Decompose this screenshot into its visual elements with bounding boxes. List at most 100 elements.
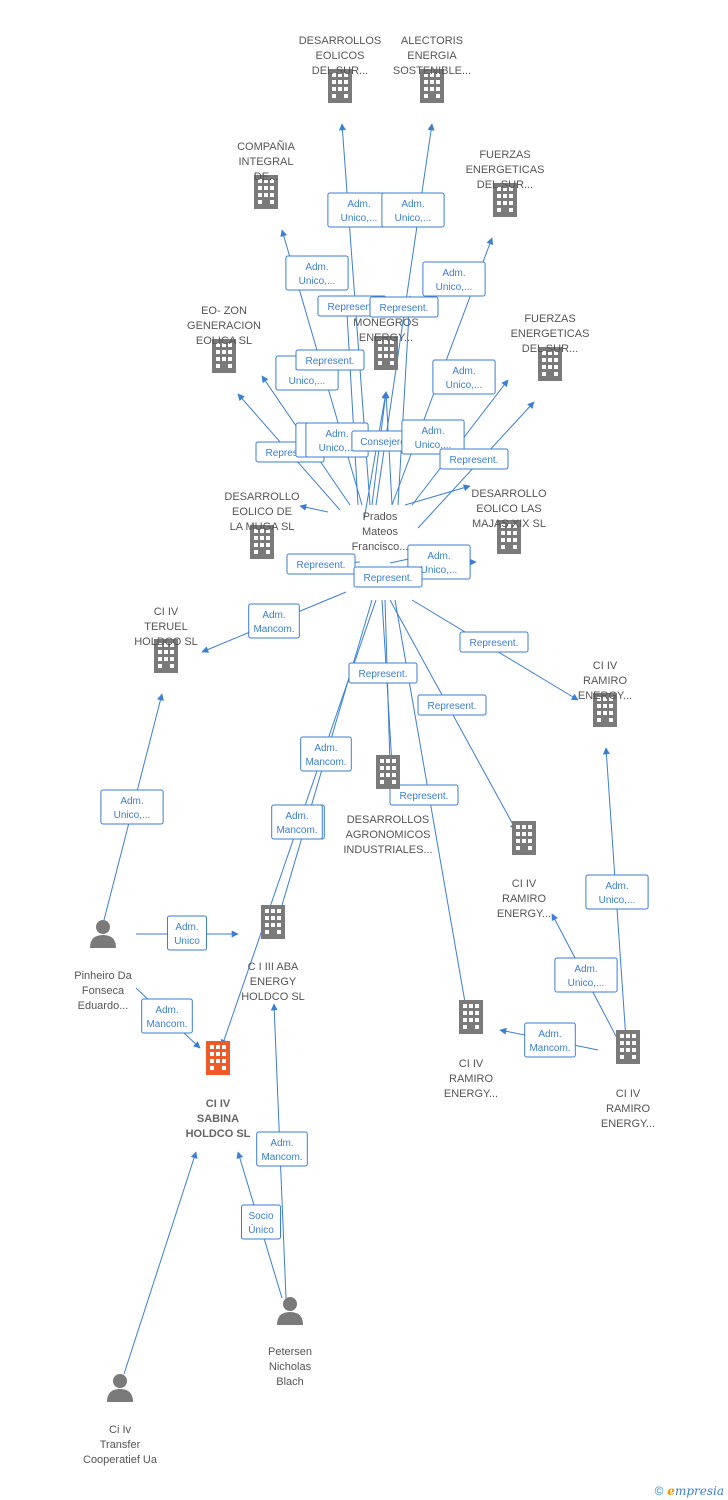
edge-label-26[interactable]: Adm.Unico,...: [100, 789, 164, 825]
node-pinheiro[interactable]: Pinheiro DaFonsecaEduardo...: [74, 920, 133, 1012]
node-label: Transfer: [100, 1439, 141, 1451]
edge-label-5[interactable]: Represent.: [369, 296, 439, 318]
edge-label-text: Adm.: [427, 551, 450, 562]
edge-label-29[interactable]: Adm.Unico,...: [585, 874, 649, 910]
edge-label-box: [459, 631, 529, 653]
edge-label-14[interactable]: Represent.: [295, 349, 365, 371]
node-label: ENERGETICAS: [511, 328, 590, 340]
edge-label-20[interactable]: Represent.: [348, 662, 418, 684]
edge-label-box: [381, 192, 445, 228]
node-label: Cooperatief Ua: [83, 1454, 158, 1466]
edge-label-28[interactable]: Adm.Mancom.: [141, 998, 193, 1034]
edge-label-31[interactable]: Adm.Mancom.: [524, 1022, 576, 1058]
node-monegros[interactable]: MONEGROSENERGY...: [353, 317, 419, 370]
node-label: RAMIRO: [449, 1073, 493, 1085]
edge-label-box: [524, 1022, 576, 1058]
node-label: ENERGETICAS: [466, 164, 545, 176]
edge-label-1[interactable]: Adm.Unico,...: [381, 192, 445, 228]
edge-label-text: Represent.: [266, 448, 315, 459]
node-ci-ramiro-4[interactable]: CI IVRAMIROENERGY...: [601, 1030, 655, 1130]
node-label: SABINA: [197, 1113, 239, 1125]
node-ci-ramiro-3[interactable]: CI IVRAMIROENERGY...: [444, 1000, 498, 1100]
edge-label-3[interactable]: Adm.Unico,...: [422, 261, 486, 297]
edge-label-text: Unico,...: [299, 276, 336, 287]
edge-label-box: [167, 915, 207, 951]
node-alectoris[interactable]: ALECTORISENERGIASOSTENIBLE...: [393, 35, 471, 103]
node-label: EOLICOS: [316, 50, 365, 62]
edge-label-text: Unico: [174, 936, 200, 947]
edge-label-15[interactable]: Represent.: [286, 553, 356, 575]
edge-label-30[interactable]: Adm. Unico,...: [554, 957, 618, 993]
edge-label-7[interactable]: Adm.Unico,...: [432, 359, 496, 395]
edge-label-text: Unico,...: [568, 978, 605, 989]
edge-label-text: Unico,...: [341, 213, 378, 224]
edge-label-17[interactable]: Represent.: [353, 566, 423, 588]
node-label: DESARROLLOS: [299, 35, 382, 47]
edge-label-18[interactable]: Adm.Mancom.: [248, 603, 300, 639]
edge-label-box: [407, 544, 471, 580]
edge-label-text: Adm.: [120, 796, 143, 807]
edge-label-text: Adm.: [401, 199, 424, 210]
edge-label-text: Represent.: [380, 303, 429, 314]
node-label: MONEGROS: [353, 317, 418, 329]
brand-name: mpresia: [674, 1484, 724, 1498]
edge-label-19[interactable]: Represent.: [459, 631, 529, 653]
edge-label-23[interactable]: Represent.: [389, 784, 459, 806]
edge-label-22[interactable]: Adm.Mancom.: [300, 736, 352, 772]
edge-label-16[interactable]: Adm.Unico,...: [407, 544, 471, 580]
edge-label-text: Represent.: [364, 573, 413, 584]
edge-label-32[interactable]: Adm.Mancom.: [256, 1131, 308, 1167]
node-ci-ramiro-2[interactable]: CI IVRAMIROENERGY...: [497, 821, 551, 920]
edge-label-text: Adm.: [155, 1005, 178, 1016]
node-ci-ramiro-1[interactable]: CI IVRAMIROENERGY...: [578, 660, 632, 727]
edge-label-text: Represent.: [470, 638, 519, 649]
edge-label-box: [271, 804, 323, 840]
edge-label-text: Unico,...: [599, 895, 636, 906]
node-label: HOLDCO SL: [186, 1128, 251, 1140]
edge-label-25[interactable]: Adm. Mancom.: [271, 804, 323, 840]
edge-label-12[interactable]: Adm.Unico,...: [401, 419, 465, 455]
edge-label-box: [353, 566, 423, 588]
node-label: EOLICA SL: [196, 335, 252, 347]
edge-label-text: Único: [248, 1223, 274, 1236]
node-agronomicos[interactable]: DESARROLLOSAGRONOMICOSINDUSTRIALES...: [343, 755, 433, 856]
edge-label-text: Adm.: [262, 610, 285, 621]
empresia-logo: © empresia: [655, 1484, 724, 1498]
edge-label-text: Adm.: [285, 811, 308, 822]
edge-label-21[interactable]: Represent.: [417, 694, 487, 716]
person-icon: [90, 920, 116, 948]
edge-label-text: Adm.: [452, 366, 475, 377]
edge-label-text: Socio: [248, 1211, 273, 1222]
edge-label-text: Adm.: [538, 1029, 561, 1040]
edge-label-text: Mancom.: [276, 825, 317, 836]
edge-label-box: [285, 255, 349, 291]
node-label: C I III ABA: [248, 961, 299, 973]
edge-label-27[interactable]: Adm.Unico: [167, 915, 207, 951]
node-label: DESARROLLO: [471, 488, 547, 500]
edge-label-text: Adm.: [574, 964, 597, 975]
node-label: Fonseca: [82, 985, 125, 997]
node-label: HOLDCO SL: [241, 991, 305, 1003]
edge-line-4: [342, 295, 359, 506]
node-label: DESARROLLO: [224, 491, 300, 503]
edge-label-0[interactable]: Adm.Unico,...: [327, 192, 391, 228]
edge-label-2[interactable]: Adm.Unico,...: [285, 255, 349, 291]
edge-label-text: Unico,...: [289, 376, 326, 387]
node-label: SOSTENIBLE...: [393, 65, 471, 77]
node-prados[interactable]: PradosMateosFrancisco...: [352, 511, 409, 553]
node-compania-integral[interactable]: COMPAÑIAINTEGRALDE...: [237, 140, 296, 209]
edge-label-13[interactable]: Represent.: [439, 448, 509, 470]
